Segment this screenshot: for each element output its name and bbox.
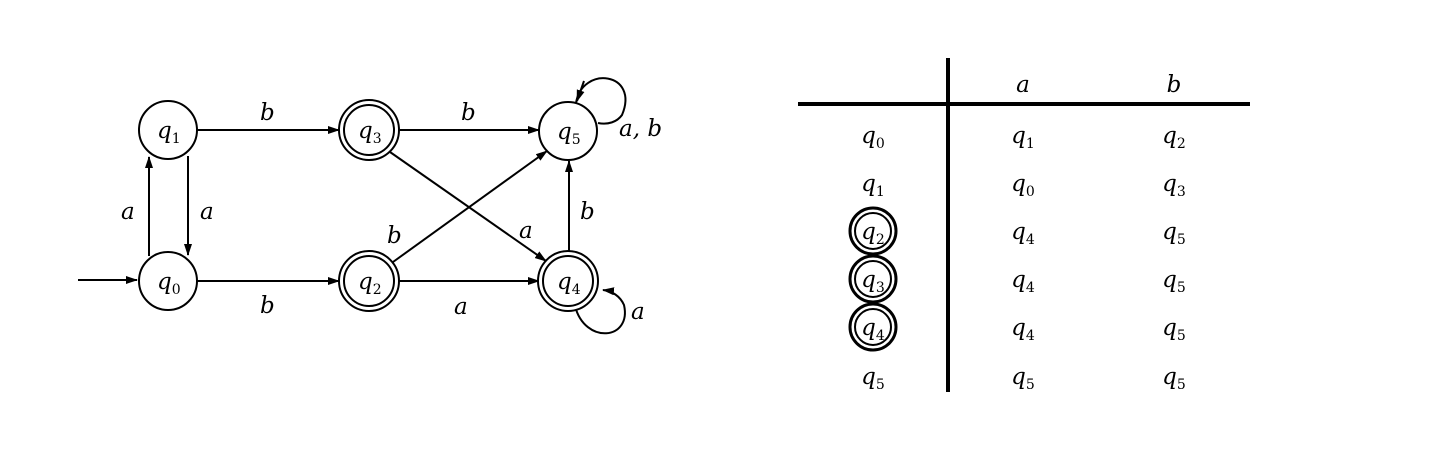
self-loop-q5 — [575, 77, 627, 125]
edge-label-q2-q4: a — [454, 294, 468, 320]
edge-label-q3-q5: b — [461, 100, 476, 126]
table-cell-a: q5 — [1011, 364, 1035, 393]
state-q1 — [138, 100, 198, 160]
table-row: q2 q4 q5 — [848, 206, 1186, 256]
transition-table: a b q0 q1 q2 q1 q0 q3 q2 q4 q5 q3 q4 q5 q4 q4 q5 q5 q5 q5 — [798, 58, 1250, 393]
accepting-state-marker — [848, 302, 898, 352]
table-header-b: b — [1167, 72, 1182, 98]
table-state-cell: q2 — [861, 219, 885, 248]
self-loop-q4 — [574, 287, 626, 335]
edge-label-q3-q4: a — [519, 218, 533, 244]
edge-label-q1-q3: b — [260, 100, 275, 126]
table-row: q5 q5 q5 — [861, 364, 1186, 393]
table-cell-a: q0 — [1011, 171, 1035, 200]
table-row: q0 q1 q2 — [861, 123, 1186, 152]
state-q2-label: q2 — [358, 269, 382, 298]
table-row: q3 q4 q5 — [848, 254, 1186, 304]
table-state-cell: q4 — [861, 315, 885, 344]
edge-labels: a a b b b a a b b a a, b — [121, 100, 662, 325]
state-labels: q1 q0 q3 q2 q5 q4 — [157, 118, 581, 298]
table-cell-b: q5 — [1162, 315, 1186, 344]
edge-q2-q5 — [392, 150, 548, 263]
table-cell-b: q5 — [1162, 267, 1186, 296]
table-state-cell: q3 — [861, 267, 885, 296]
state-q5-label: q5 — [557, 119, 581, 148]
table-row: q4 q4 q5 — [848, 302, 1186, 352]
table-cell-b: q3 — [1162, 171, 1186, 200]
state-q0-label: q0 — [157, 269, 181, 298]
edge-label-q0-q1: a — [121, 199, 135, 225]
table-cell-a: q4 — [1011, 315, 1035, 344]
state-q3 — [338, 99, 400, 161]
table-cell-a: q1 — [1011, 123, 1035, 152]
table-rows: q0 q1 q2 q1 q0 q3 q2 q4 q5 q3 q4 q5 q4 q4 q5 q5 q5 q5 — [848, 123, 1186, 393]
state-q3-label: q3 — [358, 118, 382, 147]
table-cell-b: q2 — [1162, 123, 1186, 152]
table-cell-a: q4 — [1011, 219, 1035, 248]
edge-label-q4-q4: a — [631, 299, 645, 325]
edge-label-q4-q5: b — [580, 199, 595, 225]
table-header-a: a — [1016, 72, 1030, 98]
state-q4 — [537, 250, 599, 312]
state-q4-label: q4 — [557, 269, 581, 298]
state-q5 — [538, 101, 598, 161]
table-row: q1 q0 q3 — [861, 171, 1186, 200]
state-q0 — [138, 251, 198, 311]
table-state-cell: q1 — [861, 171, 885, 200]
table-state-cell: q0 — [861, 123, 885, 152]
accepting-state-marker — [848, 206, 898, 256]
state-diagram — [78, 77, 627, 335]
state-q1-label: q1 — [157, 118, 181, 147]
edge-label-q2-q5: b — [387, 223, 402, 249]
table-cell-b: q5 — [1162, 219, 1186, 248]
table-state-cell: q5 — [861, 364, 885, 393]
table-cell-a: q4 — [1011, 267, 1035, 296]
edge-q3-q4 — [389, 151, 547, 262]
edge-label-q0-q2: b — [260, 293, 275, 319]
edge-label-q5-q5: a, b — [619, 116, 662, 142]
state-q2 — [338, 250, 400, 312]
table-cell-b: q5 — [1162, 364, 1186, 393]
accepting-state-marker — [848, 254, 898, 304]
edge-label-q1-q0: a — [200, 199, 214, 225]
